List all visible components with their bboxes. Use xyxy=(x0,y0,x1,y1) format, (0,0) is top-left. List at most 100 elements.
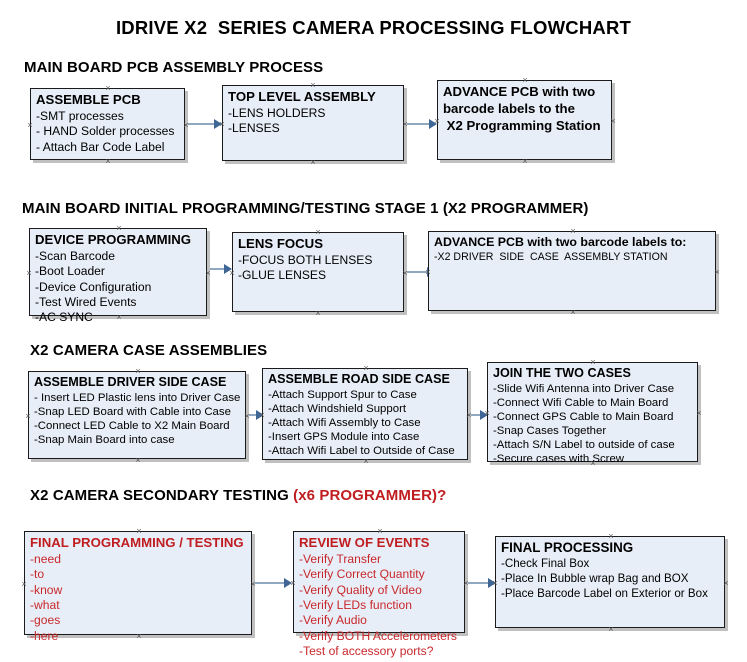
box-line: -Device Configuration xyxy=(35,279,152,294)
box-advance-pcb-driver-station[interactable]: ADVANCE PCB with two barcode labels to: … xyxy=(428,231,716,311)
box-title-line3: X2 Programming Station xyxy=(443,118,601,134)
anchor-handle-bottom xyxy=(376,630,384,638)
anchor-handle-bottom xyxy=(314,309,322,317)
box-line: -Verify Audio xyxy=(299,613,367,628)
box-final-processing[interactable]: FINAL PROCESSING -Check Final Box -Place… xyxy=(495,536,725,628)
box-line: -Verify Transfer xyxy=(299,552,381,567)
anchor-handle-top xyxy=(569,227,577,235)
anchor-handle-bottom xyxy=(521,157,529,165)
anchor-handle-right xyxy=(713,268,721,276)
anchor-handle-left xyxy=(433,117,441,125)
section-heading-3: X2 CAMERA CASE ASSEMBLIES xyxy=(30,342,268,359)
anchor-handle-top xyxy=(376,527,384,535)
box-lens-focus[interactable]: LENS FOCUS -FOCUS BOTH LENSES -GLUE LENS… xyxy=(232,232,404,312)
box-line: -Check Final Box xyxy=(501,557,590,571)
anchor-handle-left xyxy=(491,579,499,587)
document-title: IDRIVE X2 SERIES CAMERA PROCESSING FLOWC… xyxy=(115,17,632,38)
box-title: ADVANCE PCB with two barcode labels to: xyxy=(434,235,687,249)
box-title: REVIEW OF EVENTS xyxy=(299,535,430,550)
section-heading-4-accent: (x6 PROGRAMMER)? xyxy=(293,487,447,504)
box-assemble-pcb[interactable]: ASSEMBLE PCB -SMT processes - HAND Solde… xyxy=(30,88,185,160)
anchor-handle-top xyxy=(134,367,142,375)
box-line: -Snap Cases Together xyxy=(493,425,607,438)
box-line: -Secure cases with Screw xyxy=(493,453,625,466)
box-line: -Attach Windshield Support xyxy=(268,403,407,416)
anchor-handle-left xyxy=(289,579,297,587)
section-heading-2: MAIN BOARD INITIAL PROGRAMMING/TESTING S… xyxy=(22,200,589,217)
anchor-handle-top xyxy=(135,527,143,535)
box-assemble-driver-side-case[interactable]: ASSEMBLE DRIVER SIDE CASE - Insert LED P… xyxy=(28,371,246,459)
anchor-handle-bottom xyxy=(135,632,143,640)
anchor-handle-left xyxy=(25,269,33,277)
box-line-overflow: -Test of accessory ports? xyxy=(299,644,434,659)
anchor-handle-top xyxy=(309,81,317,89)
box-line: -GLUE LENSES xyxy=(238,268,327,283)
anchor-handle-right xyxy=(204,269,212,277)
box-top-level-assembly[interactable]: TOP LEVEL ASSEMBLY -LENS HOLDERS -LENSES xyxy=(222,85,404,161)
box-line: -need xyxy=(30,552,61,567)
section-heading-1: MAIN BOARD PCB ASSEMBLY PROCESS xyxy=(24,59,324,76)
box-line: -Attach S/N Label to outside of case xyxy=(493,439,675,452)
box-line: -Verify Correct Quantity xyxy=(299,567,425,582)
box-line: -LENSES xyxy=(228,121,280,136)
box-line: -SMT processes xyxy=(36,109,124,124)
anchor-handle-top xyxy=(607,532,615,540)
box-title: LENS FOCUS xyxy=(238,236,323,251)
box-line: -Snap Main Board into case xyxy=(34,434,175,447)
box-device-programming[interactable]: DEVICE PROGRAMMING -Scan Barcode -Boot L… xyxy=(29,228,207,324)
connector-arrow-4a xyxy=(284,578,292,588)
anchor-handle-left xyxy=(218,120,226,128)
anchor-handle-left xyxy=(258,411,266,419)
connector-3a xyxy=(249,414,261,416)
anchor-handle-right xyxy=(609,117,617,125)
box-line: -Scan Barcode xyxy=(35,249,115,264)
box-line: -goes xyxy=(30,613,61,628)
box-assemble-road-side-case[interactable]: ASSEMBLE ROAD SIDE CASE -Attach Support … xyxy=(262,368,468,460)
box-line: - Insert LED Plastic lens into Driver Ca… xyxy=(34,392,241,405)
section-heading-4: X2 CAMERA SECONDARY TESTING (x6 PROGRAMM… xyxy=(30,487,446,504)
anchor-handle-top xyxy=(115,224,123,232)
box-line: -what xyxy=(30,598,60,613)
box-line: -Connect Wifi Cable to Main Board xyxy=(493,397,669,410)
anchor-handle-bottom xyxy=(309,158,317,166)
box-title: ASSEMBLE PCB xyxy=(36,92,141,107)
box-line: -Attach Wifi Assembly to Case xyxy=(268,417,421,430)
anchor-handle-left xyxy=(26,121,34,129)
box-line: -Boot Loader xyxy=(35,264,105,279)
box-title-line2: barcode labels to the xyxy=(443,101,575,117)
box-line: -to xyxy=(30,567,45,582)
box-line: -Attach Support Spur to Case xyxy=(268,389,417,402)
box-line: -Snap LED Board with Cable into Case xyxy=(34,406,231,419)
box-title: JOIN THE TWO CASES xyxy=(493,366,631,380)
connector-1b xyxy=(407,123,432,125)
box-title: FINAL PROGRAMMING / TESTING xyxy=(30,535,244,550)
box-line: -know xyxy=(30,582,63,597)
box-line: -Test Wired Events xyxy=(35,295,137,310)
box-advance-pcb-station[interactable]: ADVANCE PCB with two barcode labels to t… xyxy=(437,80,612,160)
box-title: DEVICE PROGRAMMING xyxy=(35,232,192,247)
box-line: -Place Barcode Label on Exterior or Box xyxy=(501,586,708,600)
box-line: - HAND Solder processes xyxy=(36,124,175,139)
box-title: FINAL PROCESSING xyxy=(501,540,634,555)
box-line: -AC SYNC xyxy=(35,310,93,325)
anchor-handle-bottom xyxy=(134,456,142,464)
box-review-of-events[interactable]: REVIEW OF EVENTS -Verify Transfer -Verif… xyxy=(293,531,465,658)
connector-4b xyxy=(468,582,492,584)
box-line: -Insert GPS Module into Case xyxy=(268,431,420,444)
box-line: -Connect LED Cable to X2 Main Board xyxy=(34,420,230,433)
anchor-handle-right xyxy=(695,409,703,417)
box-final-programming-testing[interactable]: FINAL PROGRAMMING / TESTING -need -to -k… xyxy=(24,531,252,643)
anchor-handle-left xyxy=(228,269,236,277)
anchor-handle-left xyxy=(20,580,28,588)
box-line: -Place In Bubble wrap Bag and BOX xyxy=(501,572,689,586)
box-title: ASSEMBLE DRIVER SIDE CASE xyxy=(34,375,227,389)
box-title: ASSEMBLE ROAD SIDE CASE xyxy=(268,372,450,386)
section-heading-4-text: X2 CAMERA SECONDARY TESTING xyxy=(30,487,294,504)
anchor-handle-bottom xyxy=(589,459,597,467)
box-line: -Verify Quality of Video xyxy=(299,582,422,597)
box-line: -Verify LEDs function xyxy=(299,598,412,613)
box-line: -Verify BOTH Accelerometers xyxy=(299,628,457,643)
anchor-handle-left xyxy=(24,412,32,420)
box-join-the-two-cases[interactable]: JOIN THE TWO CASES -Slide Wifi Antenna i… xyxy=(487,362,698,465)
